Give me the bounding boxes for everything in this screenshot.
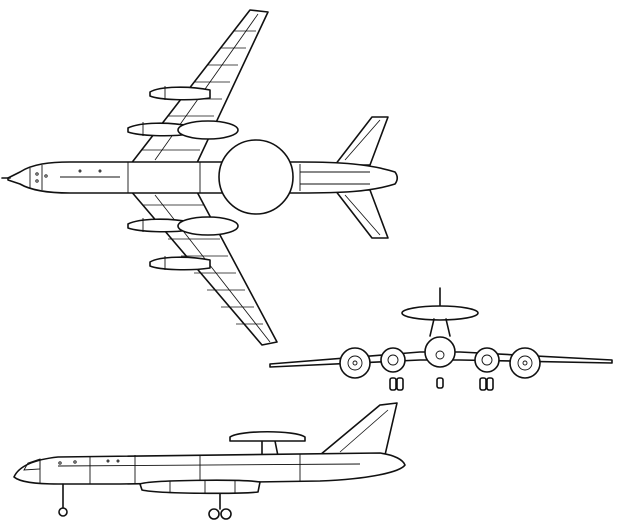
front-landing-gear <box>389 377 494 391</box>
plan-engine-nacelles-upper <box>127 86 239 140</box>
side-vertical-fin <box>319 402 398 456</box>
side-landing-gear <box>58 483 232 520</box>
front-engines-propellers <box>339 347 541 379</box>
side-radome <box>229 431 306 457</box>
plan-radome <box>218 139 294 215</box>
side-view <box>13 402 406 520</box>
side-fuselage <box>13 452 406 485</box>
front-view <box>269 287 613 391</box>
front-radome <box>401 287 479 337</box>
plan-view <box>1 9 399 346</box>
plan-fuselage <box>1 161 399 194</box>
front-fuselage <box>424 336 456 368</box>
plan-engine-nacelles-lower <box>127 216 239 271</box>
side-engine-nacelles <box>139 479 261 495</box>
